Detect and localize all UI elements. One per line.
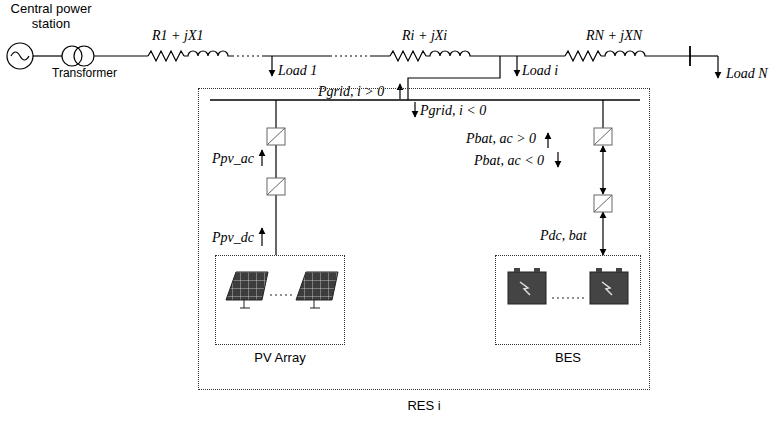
power-arrow (547, 133, 548, 148)
transformer-coil (74, 46, 94, 66)
load-arrow (516, 56, 517, 76)
inductor-symbol (184, 51, 232, 56)
transformer-coil (62, 46, 82, 66)
impedance-label: Ri + jXi (402, 28, 447, 43)
resistor-symbol (390, 51, 426, 61)
bes-line (602, 146, 603, 194)
battery-icon (534, 268, 540, 272)
inductor-symbol (601, 51, 690, 56)
feeder-line (33, 55, 62, 56)
power-arrow (261, 228, 262, 246)
pv-panel (270, 295, 292, 296)
feeder-line (232, 55, 262, 56)
converter-symbol (594, 195, 612, 212)
feeder-line (690, 55, 718, 56)
feeder-line (94, 55, 148, 56)
power-label: Pgrid, i > 0 (318, 84, 384, 99)
power-label: Pdc, bat (540, 228, 587, 243)
load-label: Load N (726, 66, 768, 81)
power-arrow (557, 152, 558, 167)
battery-icon (590, 272, 628, 304)
converter-symbol (267, 178, 285, 195)
pv-panel (226, 272, 338, 308)
battery-icon (508, 268, 628, 304)
pv-panel (310, 300, 320, 308)
feeder-line (330, 55, 372, 57)
converter-symbol (594, 128, 612, 145)
bes-line (602, 212, 603, 255)
res-region: RES i PV Array BES (198, 88, 650, 414)
dotted-outline (215, 255, 345, 345)
power-label: Ppv_dc (212, 230, 254, 245)
grid-arrow (399, 84, 400, 99)
power-label: Pbat, ac < 0 (474, 153, 544, 168)
power-label: Pgrid, i < 0 (420, 103, 486, 118)
feeder-line (330, 55, 372, 56)
dotted-outline (495, 255, 641, 345)
sine-symbol (11, 52, 29, 60)
converter-symbol (594, 195, 612, 212)
converter-symbol (267, 178, 285, 195)
load-label: Load 1 (278, 63, 317, 78)
res-bus (210, 99, 640, 101)
resistor-symbol (148, 51, 184, 61)
impedance-label: R1 + jX1 (152, 28, 203, 43)
converter-symbol (267, 128, 285, 145)
battery-icon (616, 268, 622, 272)
feeder-line (262, 55, 390, 56)
station-label: Central power station (2, 1, 100, 31)
pv-panel (240, 300, 250, 308)
battery-icon (514, 268, 520, 272)
load-arrow (271, 56, 272, 76)
converter-symbol (267, 128, 285, 145)
resistor-symbol (565, 51, 601, 61)
node-label: BES (495, 350, 641, 365)
pv-panel (296, 272, 338, 300)
battery-icon (520, 282, 530, 295)
res-connection (408, 56, 500, 100)
pv-array-box: PV Array (215, 255, 345, 366)
impedance-label: RN + jXN (586, 28, 642, 43)
converter-symbol (267, 128, 612, 212)
transformer-label: Transformer (52, 66, 117, 81)
feeder-line (7, 43, 718, 255)
power-label: Ppv_ac (212, 151, 254, 166)
ac-source (7, 43, 33, 69)
bes-box: BES (495, 255, 641, 366)
node-label: RES i (198, 398, 650, 413)
feeder-line (474, 55, 565, 56)
battery-icon (596, 268, 602, 272)
converter-symbol (594, 128, 612, 145)
node-label: PV Array (215, 350, 345, 365)
battery-icon (508, 272, 546, 304)
grid-arrow (414, 102, 415, 117)
bes-line (602, 100, 603, 128)
load-label: Load i (522, 63, 558, 78)
battery-icon (552, 298, 584, 299)
power-label: Pbat, ac > 0 (466, 131, 536, 146)
load-arrow (717, 56, 718, 78)
pv-panel (226, 272, 268, 300)
battery-icon (602, 282, 612, 295)
power-arrow (261, 150, 262, 166)
inductor-symbol (426, 51, 474, 56)
